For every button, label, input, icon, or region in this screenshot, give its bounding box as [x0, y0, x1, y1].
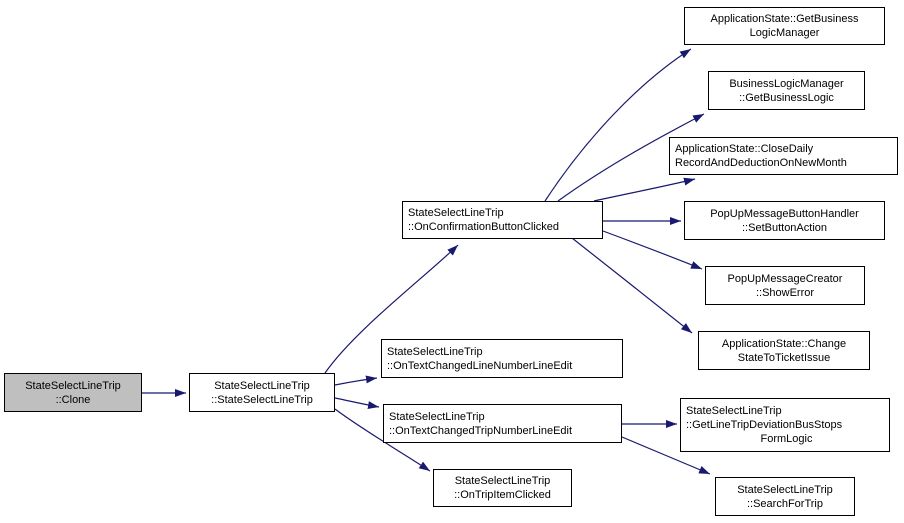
node-label-line: StateToTicketIssue [737, 351, 831, 364]
node-label-line: StateSelectLineTrip [389, 410, 485, 423]
node-label-line: BusinessLogicManager [729, 77, 844, 90]
node-label-line: PopUpMessageCreator [727, 272, 843, 285]
node-searchfortrip[interactable]: StateSelectLineTrip ::SearchForTrip [715, 477, 855, 516]
node-label-line: StateSelectLineTrip [408, 207, 504, 219]
node-ontextchangedlinenumberlineedit[interactable]: StateSelectLineTrip ::OnTextChangedLineN… [381, 339, 623, 378]
node-closedailyrecordanddeductiononnewmonth[interactable]: ApplicationState::CloseDaily RecordAndDe… [669, 137, 898, 175]
node-label-line: StateSelectLineTrip [25, 379, 121, 392]
node-label-line: ::OnConfirmationButtonClicked [408, 221, 560, 233]
node-label-line: ::SetButtonAction [742, 221, 827, 234]
node-label-line: LogicManager [749, 27, 820, 39]
node-label-line: StateSelectLineTrip [686, 405, 782, 417]
node-label-line: RecordAndDeductionOnNewMonth [675, 157, 847, 169]
node-label-line: ::ShowError [755, 286, 815, 299]
node-stateselectlinetrip-clone: StateSelectLineTrip ::Clone [4, 373, 142, 412]
edge-onconfirmation-to-changestatetoticketissue [571, 237, 693, 334]
node-label-line: ::OnTripItemClicked [454, 489, 551, 501]
node-changestatetoticketissue[interactable]: ApplicationState::Change StateToTicketIs… [698, 331, 870, 370]
node-ontextchangedtripnumberlineedit[interactable]: StateSelectLineTrip ::OnTextChangedTripN… [383, 404, 622, 443]
node-getbusinesslogic[interactable]: BusinessLogicManager ::GetBusinessLogic [708, 71, 865, 110]
node-label-line: PopUpMessageButtonHandler [710, 207, 859, 220]
edge-constructor-to-ontextchangedtripnumberlineedit [334, 397, 380, 410]
node-label-line: FormLogic [760, 433, 813, 445]
edge-onconfirmation-to-closedailyrecord [593, 177, 696, 202]
node-label-line: ::Clone [55, 393, 91, 406]
node-label-line: StateSelectLineTrip [737, 483, 833, 496]
node-label-line: ::OnTextChangedLineNumberLineEdit [387, 359, 573, 372]
node-getbusinesslogicmanager[interactable]: ApplicationState::GetBusiness LogicManag… [684, 7, 885, 45]
edge-onconfirmation-to-getbusinesslogicmanager [544, 48, 692, 202]
node-label-line: StateSelectLineTrip [454, 475, 551, 487]
node-label-line: StateSelectLineTrip [387, 345, 483, 358]
node-label-line: ::GetBusinessLogic [739, 91, 834, 104]
node-ontripitemclicked[interactable]: StateSelectLineTrip ::OnTripItemClicked [433, 469, 572, 507]
node-label-line: ::StateSelectLineTrip [211, 393, 313, 406]
node-onconfirmationbuttonclicked[interactable]: StateSelectLineTrip ::OnConfirmationButt… [402, 201, 603, 239]
node-setbuttonaction[interactable]: PopUpMessageButtonHandler ::SetButtonAct… [684, 201, 885, 240]
node-label-line: ::SearchForTrip [746, 497, 823, 510]
node-stateselectlinetrip-constructor[interactable]: StateSelectLineTrip ::StateSelectLineTri… [189, 373, 335, 412]
node-showerror[interactable]: PopUpMessageCreator ::ShowError [705, 266, 865, 305]
node-label-line: ::GetLineTripDeviationBusStops [686, 419, 843, 431]
node-label-line: ApplicationState::Change [721, 337, 847, 350]
edge-constructor-to-ontextchangedlinenumberlineedit [334, 375, 378, 386]
node-getlinetripdeviationbusstopsformlogic[interactable]: StateSelectLineTrip ::GetLineTripDeviati… [680, 398, 890, 452]
node-label-line: StateSelectLineTrip [214, 379, 310, 392]
node-label-line: ::OnTextChangedTripNumberLineEdit [389, 424, 573, 437]
node-label-line: ApplicationState::GetBusiness [710, 13, 859, 25]
node-label-line: ApplicationState::CloseDaily [675, 143, 814, 155]
